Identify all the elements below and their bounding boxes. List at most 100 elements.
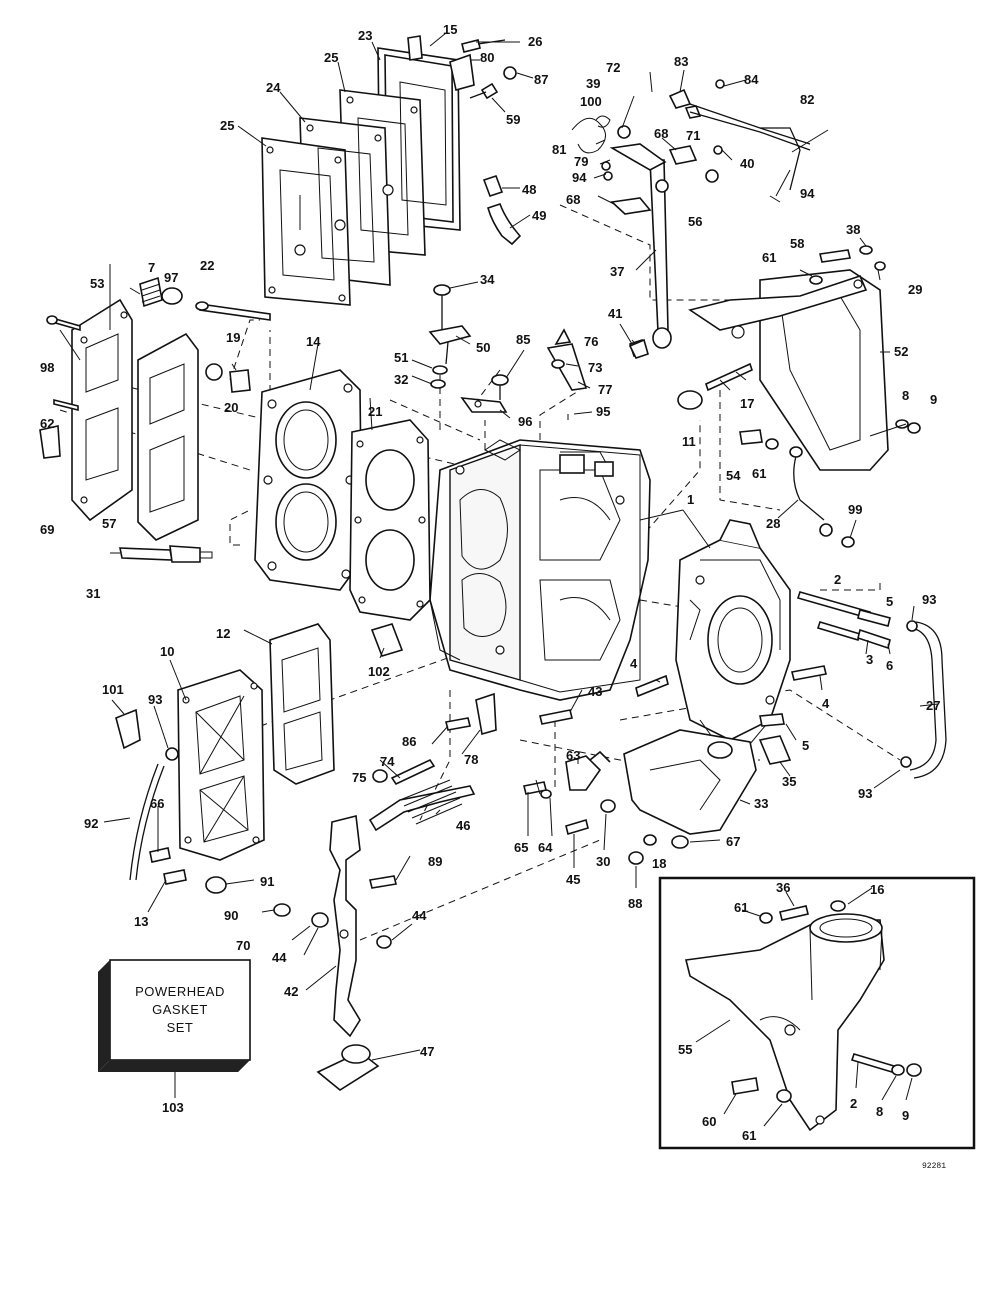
exhaust-gasket-stack <box>261 47 461 306</box>
gasket-set-line-3: SET <box>167 1020 194 1035</box>
mounting-bracket <box>688 245 921 471</box>
label-6: 6 <box>886 658 893 673</box>
label-4b: 4 <box>822 696 830 711</box>
label-41: 41 <box>608 306 622 321</box>
label-8: 8 <box>902 388 909 403</box>
label-92: 92 <box>84 816 98 831</box>
label-68-b: 68 <box>566 192 580 207</box>
label-9: 9 <box>930 392 937 407</box>
label-67: 67 <box>726 834 740 849</box>
label-51: 51 <box>394 350 408 365</box>
label-98: 98 <box>40 360 54 375</box>
label-34: 34 <box>480 272 495 287</box>
label-85: 85 <box>516 332 530 347</box>
label-11: 11 <box>682 434 696 449</box>
label-5: 5 <box>886 594 893 609</box>
label-46: 46 <box>456 818 470 833</box>
label-84: 84 <box>744 72 759 87</box>
label-44-b: 44 <box>412 908 427 923</box>
label-2-inset: 2 <box>850 1096 857 1111</box>
gasket-set-text: POWERHEAD GASKET SET <box>135 984 224 1035</box>
label-59: 59 <box>506 112 520 127</box>
label-91: 91 <box>260 874 274 889</box>
label-52: 52 <box>894 344 908 359</box>
label-94-b: 94 <box>800 186 815 201</box>
label-30: 30 <box>596 854 610 869</box>
label-48: 48 <box>522 182 536 197</box>
label-62: 62 <box>40 416 54 431</box>
label-31: 31 <box>86 586 100 601</box>
label-23: 23 <box>358 28 372 43</box>
drain-plug <box>316 1044 380 1091</box>
label-29: 29 <box>908 282 922 297</box>
label-25-a: 25 <box>220 118 234 133</box>
label-56: 56 <box>688 214 702 229</box>
label-100: 100 <box>580 94 602 109</box>
label-68-a: 68 <box>654 126 668 141</box>
reed-plate-hardware <box>115 708 291 917</box>
water-cover-plate <box>71 298 133 522</box>
fitting-and-hose <box>482 174 531 246</box>
label-26: 26 <box>528 34 542 49</box>
label-95: 95 <box>596 404 610 419</box>
part-number-labels: 1 2 2 3 4 4 5 5 6 7 8 8 9 9 10 11 12 13 … <box>40 22 940 1143</box>
label-14: 14 <box>306 334 321 349</box>
label-20: 20 <box>224 400 238 415</box>
gasket-set-line-2: GASKET <box>152 1002 208 1017</box>
label-40: 40 <box>740 156 754 171</box>
label-73: 73 <box>588 360 602 375</box>
label-8-inset: 8 <box>876 1104 883 1119</box>
label-22: 22 <box>200 258 214 273</box>
label-83: 83 <box>674 54 688 69</box>
label-90: 90 <box>224 908 238 923</box>
label-13: 13 <box>134 914 148 929</box>
top-bracket-hardware <box>407 32 534 113</box>
label-97: 97 <box>164 270 178 285</box>
bracket-hardware <box>677 362 855 548</box>
label-28: 28 <box>766 516 780 531</box>
label-49: 49 <box>532 208 546 223</box>
label-86: 86 <box>402 734 416 749</box>
throttle-lever <box>329 785 476 1038</box>
label-47: 47 <box>420 1044 434 1059</box>
intake-gasket <box>269 623 335 785</box>
label-44-a: 44 <box>272 950 287 965</box>
dowel-pin <box>370 623 404 657</box>
label-63: 63 <box>566 748 580 763</box>
label-61-c: 61 <box>734 900 748 915</box>
label-99: 99 <box>848 502 862 517</box>
label-37: 37 <box>610 264 624 279</box>
label-1: 1 <box>687 492 694 507</box>
label-93-a: 93 <box>148 692 162 707</box>
label-76: 76 <box>584 334 598 349</box>
label-61-a: 61 <box>762 250 776 265</box>
cylinder-block <box>429 439 651 701</box>
label-103: 103 <box>162 1100 184 1115</box>
label-89: 89 <box>428 854 442 869</box>
label-12: 12 <box>216 626 230 641</box>
label-32: 32 <box>394 372 408 387</box>
label-81: 81 <box>552 142 566 157</box>
reed-plate <box>177 669 265 861</box>
label-65: 65 <box>514 840 528 855</box>
label-7: 7 <box>148 260 155 275</box>
center-small-parts <box>428 284 649 420</box>
label-55: 55 <box>678 1042 692 1057</box>
label-42: 42 <box>284 984 298 999</box>
water-cover-gasket <box>137 332 199 541</box>
label-4: 4 <box>630 656 638 671</box>
label-74: 74 <box>380 754 395 769</box>
label-24: 24 <box>266 80 281 95</box>
label-54: 54 <box>726 468 741 483</box>
label-19: 19 <box>226 330 240 345</box>
lower-bracket-assembly <box>523 729 757 865</box>
gasket-set-box <box>98 959 251 1098</box>
thermostat-parts <box>39 276 271 459</box>
label-80: 80 <box>480 50 494 65</box>
throttle-linkage <box>571 79 811 358</box>
label-10: 10 <box>160 644 174 659</box>
label-77: 77 <box>598 382 612 397</box>
label-16: 16 <box>870 882 884 897</box>
